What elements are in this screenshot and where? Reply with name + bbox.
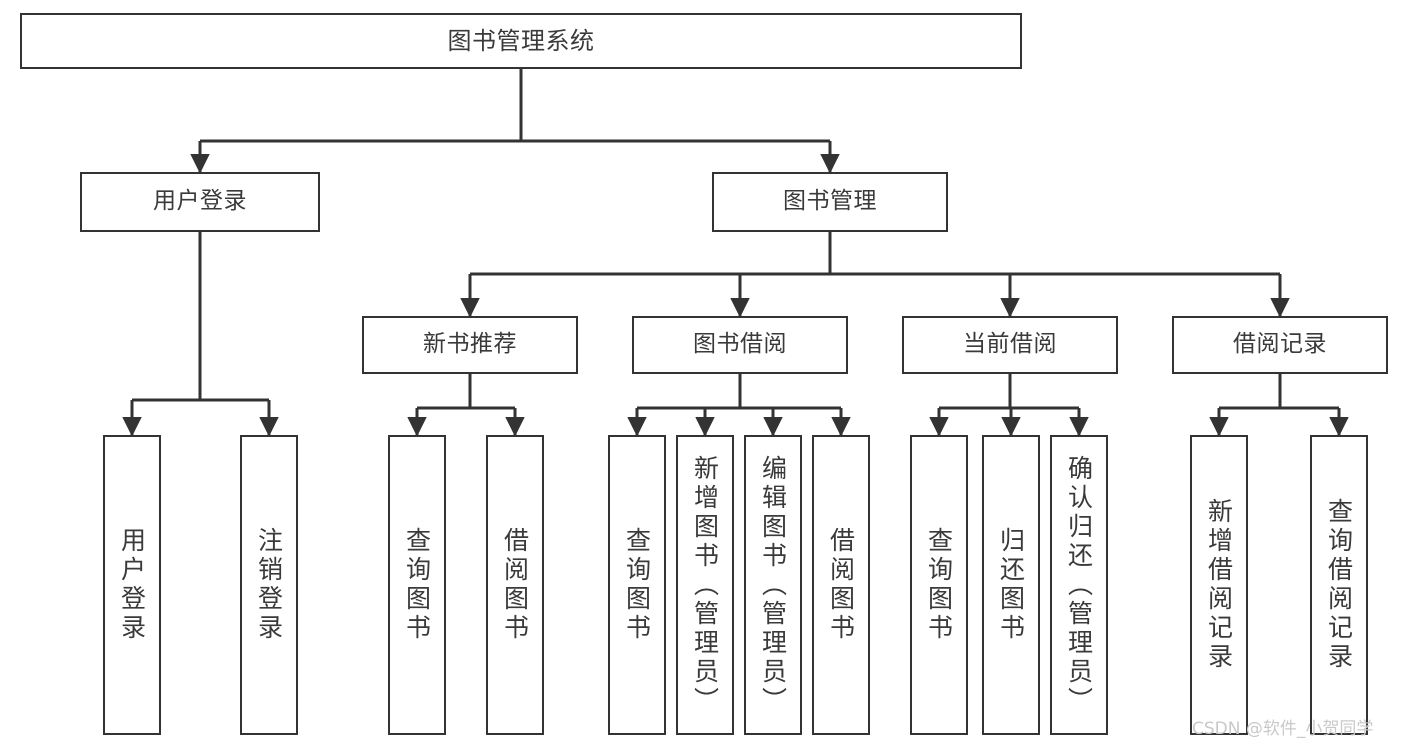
- node-book-borrow[interactable]: 图书借阅: [632, 316, 848, 374]
- node-leaf-logout[interactable]: 注销登录: [240, 435, 298, 735]
- node-label: 图书管理: [783, 188, 877, 215]
- csdn-watermark: CSDN @软件_小贺同学: [1192, 719, 1374, 739]
- node-label: 新增借阅记录: [1204, 498, 1234, 672]
- node-user-login[interactable]: 用户登录: [80, 172, 320, 232]
- node-leaf-confirm-return[interactable]: 确认归还（管理员）: [1050, 435, 1108, 735]
- node-label: 图书管理系统: [447, 26, 595, 55]
- node-label: 借阅图书: [500, 527, 530, 643]
- node-new-book-recommend[interactable]: 新书推荐: [362, 316, 578, 374]
- node-leaf-query-record[interactable]: 查询借阅记录: [1310, 435, 1368, 735]
- node-label: 用户登录: [153, 188, 247, 215]
- node-leaf-edit-book[interactable]: 编辑图书（管理员）: [744, 435, 802, 735]
- node-label: 用户登录: [117, 527, 147, 643]
- node-leaf-borrow-book-2[interactable]: 借阅图书: [812, 435, 870, 735]
- node-leaf-add-book[interactable]: 新增图书（管理员）: [676, 435, 734, 735]
- node-label: 查询图书: [402, 527, 432, 643]
- node-label: 查询图书: [924, 527, 954, 643]
- node-leaf-query-book-2[interactable]: 查询图书: [608, 435, 666, 735]
- node-label: 图书借阅: [693, 331, 787, 358]
- node-leaf-query-book-1[interactable]: 查询图书: [388, 435, 446, 735]
- node-label: 新书推荐: [423, 331, 517, 358]
- node-label: 查询借阅记录: [1324, 498, 1354, 672]
- node-label: 确认归还（管理员）: [1064, 454, 1094, 716]
- node-leaf-query-book-3[interactable]: 查询图书: [910, 435, 968, 735]
- node-leaf-return-book[interactable]: 归还图书: [982, 435, 1040, 735]
- node-leaf-add-record[interactable]: 新增借阅记录: [1190, 435, 1248, 735]
- node-label: 注销登录: [254, 527, 284, 643]
- node-label: 查询图书: [622, 527, 652, 643]
- node-book-manage[interactable]: 图书管理: [712, 172, 948, 232]
- node-label: 借阅图书: [826, 527, 856, 643]
- node-label: 当前借阅: [963, 331, 1057, 358]
- node-borrow-record[interactable]: 借阅记录: [1172, 316, 1388, 374]
- node-label: 编辑图书（管理员）: [758, 454, 788, 716]
- node-label: 归还图书: [996, 527, 1026, 643]
- node-leaf-user-login[interactable]: 用户登录: [103, 435, 161, 735]
- node-current-borrow[interactable]: 当前借阅: [902, 316, 1118, 374]
- node-root[interactable]: 图书管理系统: [20, 13, 1022, 69]
- node-leaf-borrow-book-1[interactable]: 借阅图书: [486, 435, 544, 735]
- node-label: 新增图书（管理员）: [690, 454, 720, 716]
- node-label: 借阅记录: [1233, 331, 1327, 358]
